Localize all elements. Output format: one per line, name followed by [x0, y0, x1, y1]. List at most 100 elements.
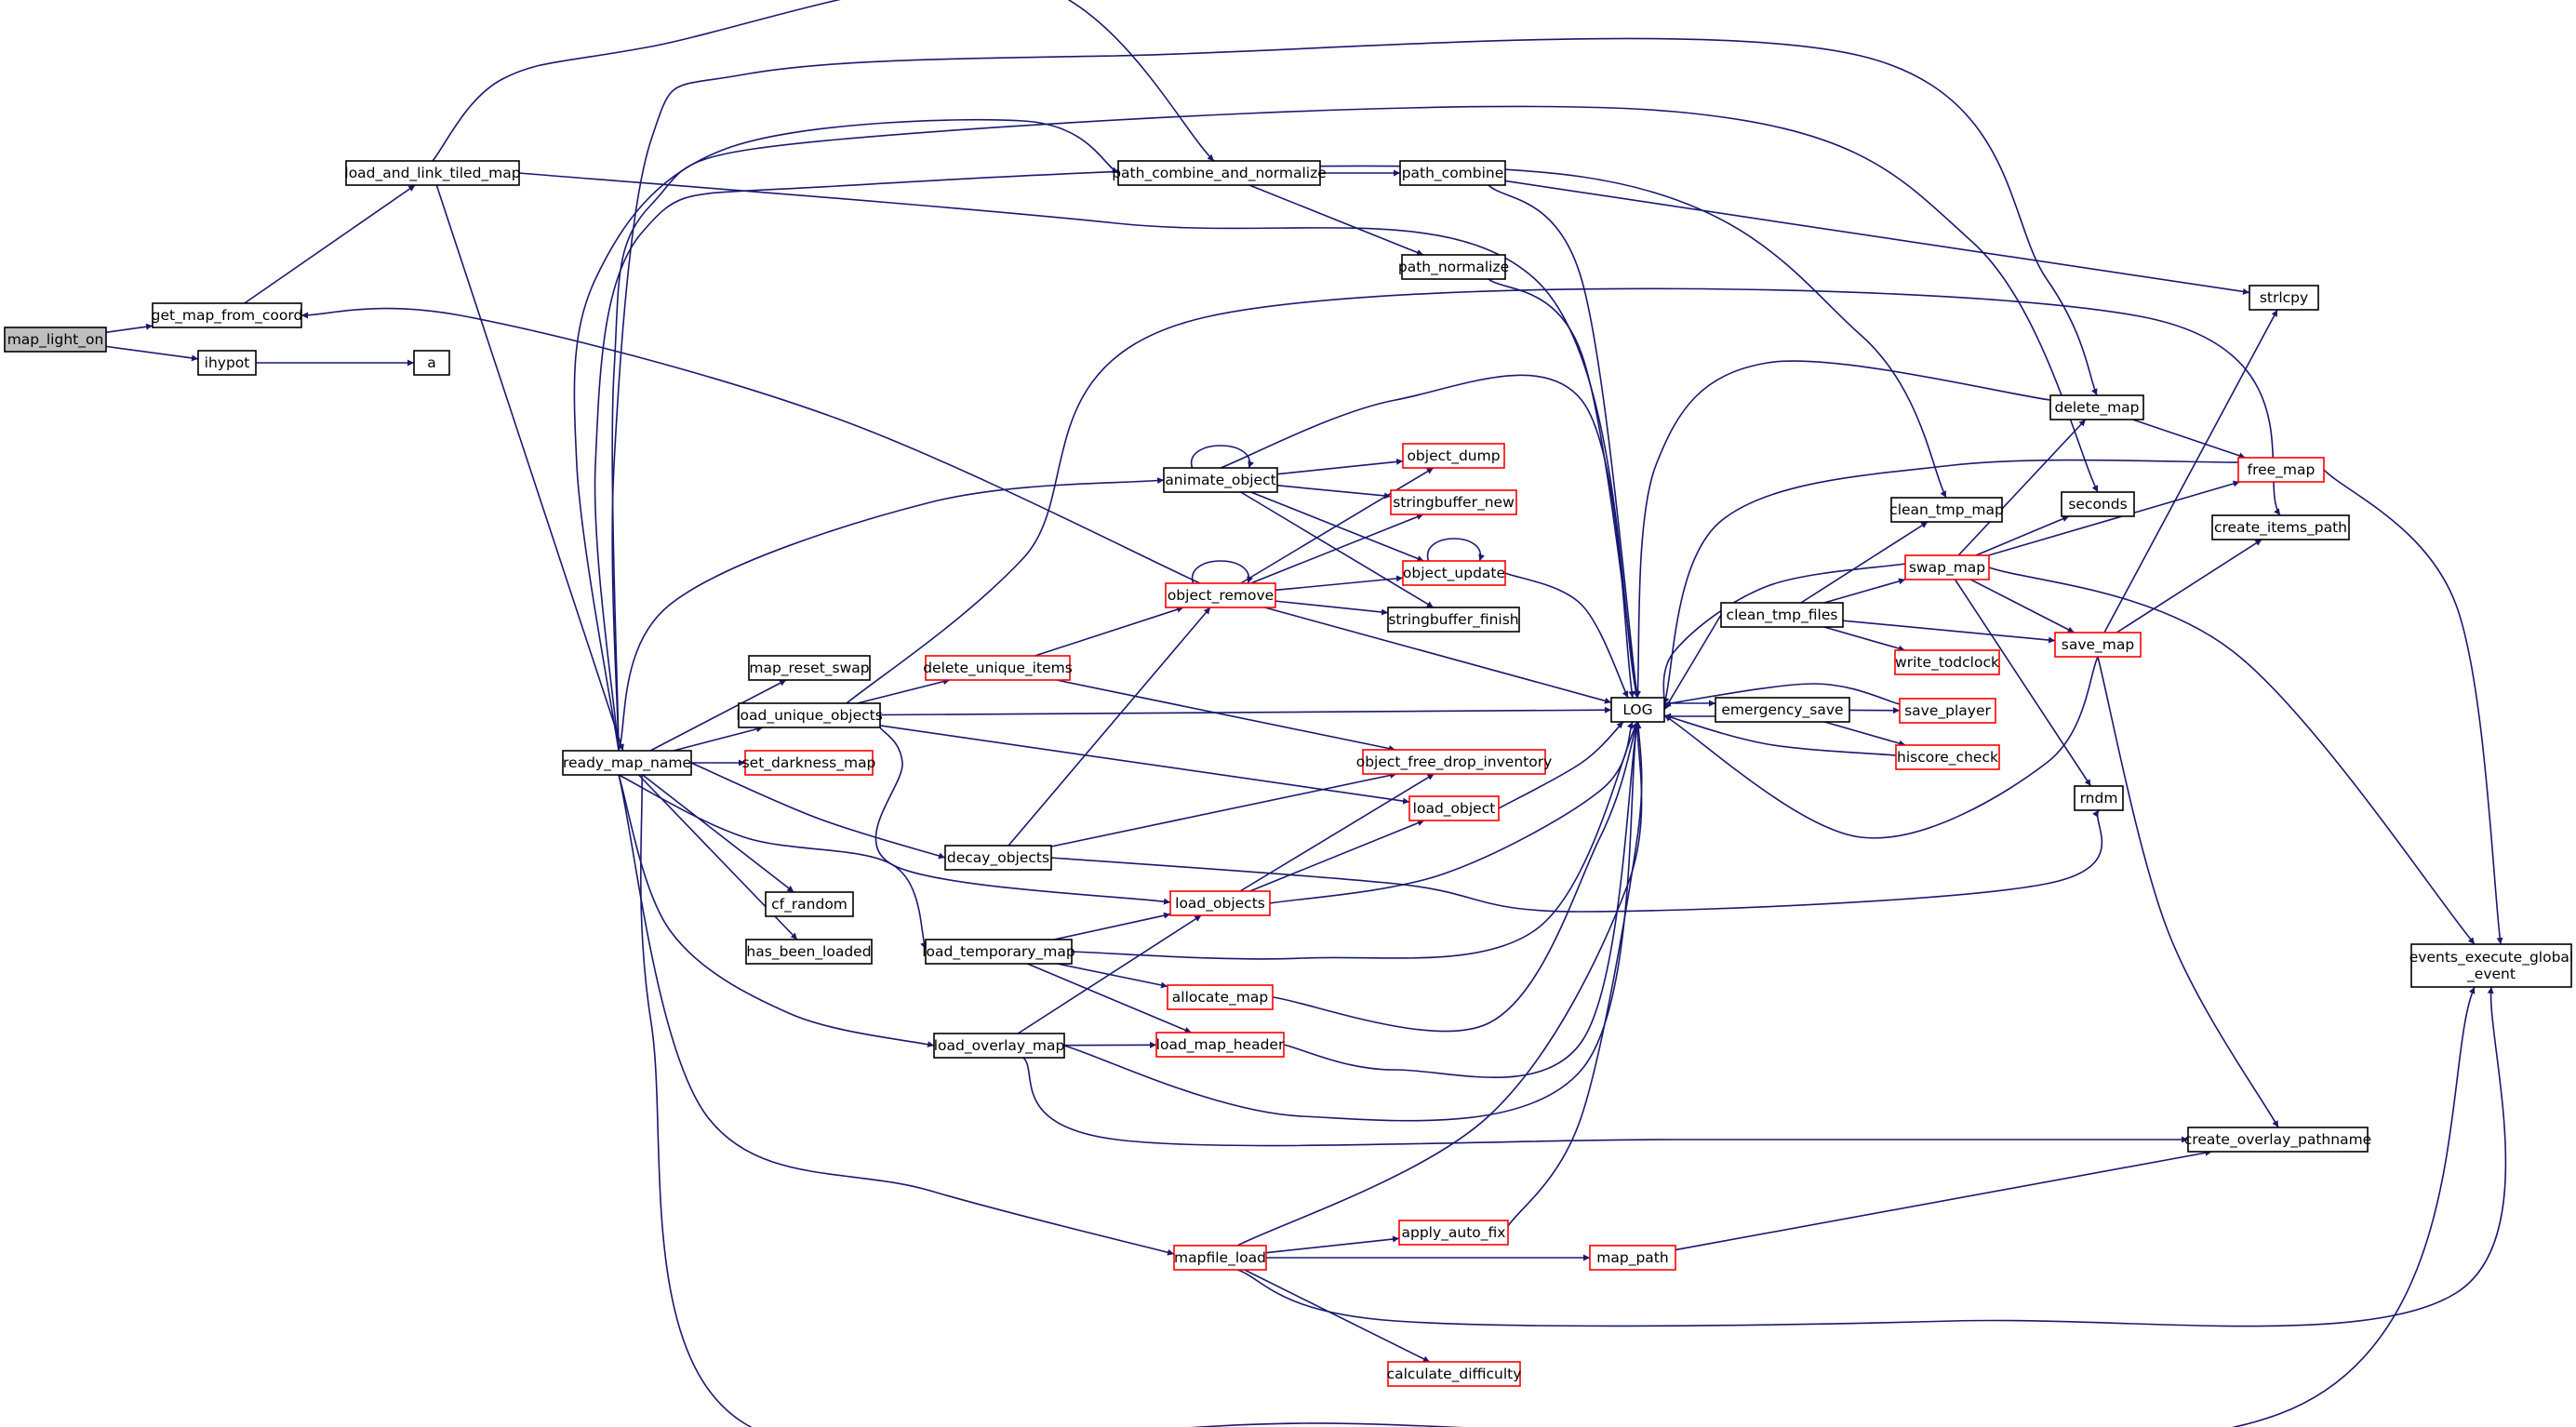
- node-clean-tmp-files[interactable]: clean_tmp_files: [1720, 602, 1844, 628]
- node-clean-tmp-map[interactable]: clean_tmp_map: [1889, 497, 2004, 523]
- node-box: [1899, 698, 1996, 724]
- node-path-combine-and-normalize[interactable]: path_combine_and_normalize: [1112, 160, 1327, 186]
- node-box: [944, 845, 1052, 871]
- node-load-objects[interactable]: load_objects: [1169, 890, 1271, 916]
- node-label: rndm: [2080, 790, 2118, 807]
- edge-mapfile_load-to-calculate_difficulty: [1244, 1269, 1431, 1363]
- node-object-free-drop-inventory[interactable]: object_free_drop_inventory: [1356, 749, 1553, 775]
- edge-animate_object-to-stringbuffer_new: [1276, 485, 1392, 500]
- node-delete-unique-items[interactable]: delete_unique_items: [923, 655, 1073, 681]
- node-box: [1402, 560, 1506, 586]
- node-delete-map[interactable]: delete_map: [2049, 394, 2144, 420]
- node-load-unique-objects[interactable]: load_unique_objects: [736, 702, 883, 728]
- node-label: save_map: [2062, 636, 2134, 654]
- node-box: [738, 702, 881, 728]
- edge-path_combine-to-strlcpy: [1504, 180, 2250, 295]
- node-a[interactable]: a: [413, 350, 450, 376]
- edge-ready_map_name-to-map_reset_swap: [649, 679, 787, 752]
- edge-emergency_save-to-hiscore_check: [1824, 721, 1906, 747]
- edge-clean_tmp_files-to-clean_tmp_map: [1800, 521, 1929, 604]
- node-ready-map-name[interactable]: ready_map_name: [562, 750, 692, 776]
- node-box: [2249, 285, 2319, 311]
- node-create-overlay-pathname[interactable]: create_overlay_pathname: [2184, 1127, 2371, 1153]
- node-decay-objects[interactable]: decay_objects: [944, 845, 1052, 871]
- edge-swap_map-to-rndm: [1954, 579, 2092, 787]
- edge-apply_auto_fix-to-LOG: [1507, 721, 1643, 1227]
- node-box: [1167, 984, 1274, 1010]
- node-events-execute-global-event[interactable]: events_execute_global_event: [2409, 943, 2573, 988]
- node-box: [562, 750, 692, 776]
- edge-ready_map_name-to-load_temporary_map: [618, 774, 927, 950]
- node-box: [744, 750, 874, 776]
- node-has-been-loaded[interactable]: has_been_loaded: [745, 939, 873, 965]
- node-box: [1895, 744, 2000, 770]
- node-map-path[interactable]: map_path: [1589, 1245, 1676, 1271]
- node-map-reset-swap[interactable]: map_reset_swap: [748, 655, 871, 681]
- node-seconds[interactable]: seconds: [2061, 491, 2135, 517]
- edge-decay_objects-to-object_free_drop_inventory: [1050, 772, 1397, 847]
- edge-animate_object-to-object_update: [1250, 491, 1424, 562]
- edge-object_remove-to-LOG: [1264, 607, 1612, 704]
- node-label: load_map_header: [1156, 1036, 1285, 1054]
- edge-clean_tmp_files-to-save_map: [1842, 620, 2056, 644]
- node-box: [2187, 1127, 2369, 1153]
- node-calculate-difficulty[interactable]: calculate_difficulty: [1387, 1361, 1522, 1387]
- node-free-map[interactable]: free_map: [2237, 457, 2325, 483]
- node-stringbuffer-finish[interactable]: stringbuffer_finish: [1387, 607, 1520, 633]
- node-label: load_unique_objects: [736, 707, 883, 725]
- node-box: [1163, 467, 1278, 493]
- node-LOG[interactable]: LOG: [1610, 697, 1665, 723]
- edge-object_remove-to-get_map_from_coord: [300, 307, 1201, 584]
- edge-path_combine-to-LOG: [1488, 184, 1640, 699]
- node-get-map-from-coord[interactable]: get_map_from_coord: [152, 302, 303, 328]
- node-path-normalize[interactable]: path_normalize: [1398, 254, 1509, 280]
- node-object-remove[interactable]: object_remove: [1165, 582, 1276, 608]
- node-path-combine[interactable]: path_combine: [1399, 160, 1506, 186]
- node-write-todclock[interactable]: write_todclock: [1894, 649, 2000, 675]
- node-label: LOG: [1622, 701, 1652, 718]
- edge-clean_tmp_files-to-LOG: [1663, 614, 1722, 711]
- node-ihypot[interactable]: ihypot: [197, 350, 257, 376]
- edge-load_unique_objects-to-create_items_path: [846, 287, 2281, 704]
- node-stringbuffer-new[interactable]: stringbuffer_new: [1390, 489, 1517, 515]
- node-rndm[interactable]: rndm: [2074, 785, 2124, 811]
- node-label: seconds: [2068, 496, 2127, 513]
- edge-object_remove-to-object_remove: [1191, 560, 1253, 584]
- edge-hiscore_check-to-LOG: [1663, 714, 1897, 756]
- node-box: [1402, 443, 1505, 469]
- edge-allocate_map-to-LOG: [1272, 721, 1639, 1033]
- node-mapfile-load[interactable]: mapfile_load: [1173, 1245, 1267, 1271]
- node-label: set_darkness_map: [742, 754, 876, 772]
- node-save-map[interactable]: save_map: [2054, 632, 2142, 658]
- node-box: [925, 939, 1073, 965]
- edge-load_unique_objects-to-load_objects: [874, 727, 1171, 905]
- edge-path_combine_and_normalize-to-path_normalize: [1248, 184, 1424, 256]
- node-swap-map[interactable]: swap_map: [1904, 554, 1990, 580]
- node-allocate-map[interactable]: allocate_map: [1167, 984, 1274, 1010]
- node-label: events_execute_global_event: [2409, 949, 2573, 983]
- node-object-dump[interactable]: object_dump: [1402, 443, 1505, 469]
- edge-load_objects-to-object_free_drop_inventory: [1239, 773, 1435, 892]
- node-map-light-on[interactable]: map_light_on: [4, 327, 107, 353]
- node-cf-random[interactable]: cf_random: [765, 891, 854, 917]
- edge-load_temporary_map-to-load_objects: [1053, 912, 1171, 940]
- node-load-object[interactable]: load_object: [1408, 795, 1500, 821]
- edge-load_unique_objects-to-LOG: [879, 706, 1612, 716]
- node-load-overlay-map[interactable]: load_overlay_map: [933, 1033, 1065, 1059]
- node-box: [1401, 254, 1506, 280]
- node-hiscore-check[interactable]: hiscore_check: [1895, 744, 2000, 770]
- node-animate-object[interactable]: animate_object: [1163, 467, 1278, 493]
- node-save-player[interactable]: save_player: [1899, 698, 1996, 724]
- node-emergency-save[interactable]: emergency_save: [1715, 697, 1850, 723]
- node-create-items-path[interactable]: create_items_path: [2211, 514, 2350, 540]
- node-object-update[interactable]: object_update: [1402, 560, 1506, 586]
- node-load-temporary-map[interactable]: load_temporary_map: [922, 939, 1075, 965]
- node-load-and-link-tiled-map[interactable]: load_and_link_tiled_map: [344, 160, 521, 186]
- node-label: load_object: [1413, 800, 1496, 818]
- node-load-map-header[interactable]: load_map_header: [1155, 1032, 1285, 1058]
- node-strlcpy[interactable]: strlcpy: [2249, 285, 2319, 311]
- node-set-darkness-map[interactable]: set_darkness_map: [742, 750, 876, 776]
- node-label: free_map: [2248, 461, 2316, 479]
- node-apply-auto-fix[interactable]: apply_auto_fix: [1398, 1220, 1509, 1246]
